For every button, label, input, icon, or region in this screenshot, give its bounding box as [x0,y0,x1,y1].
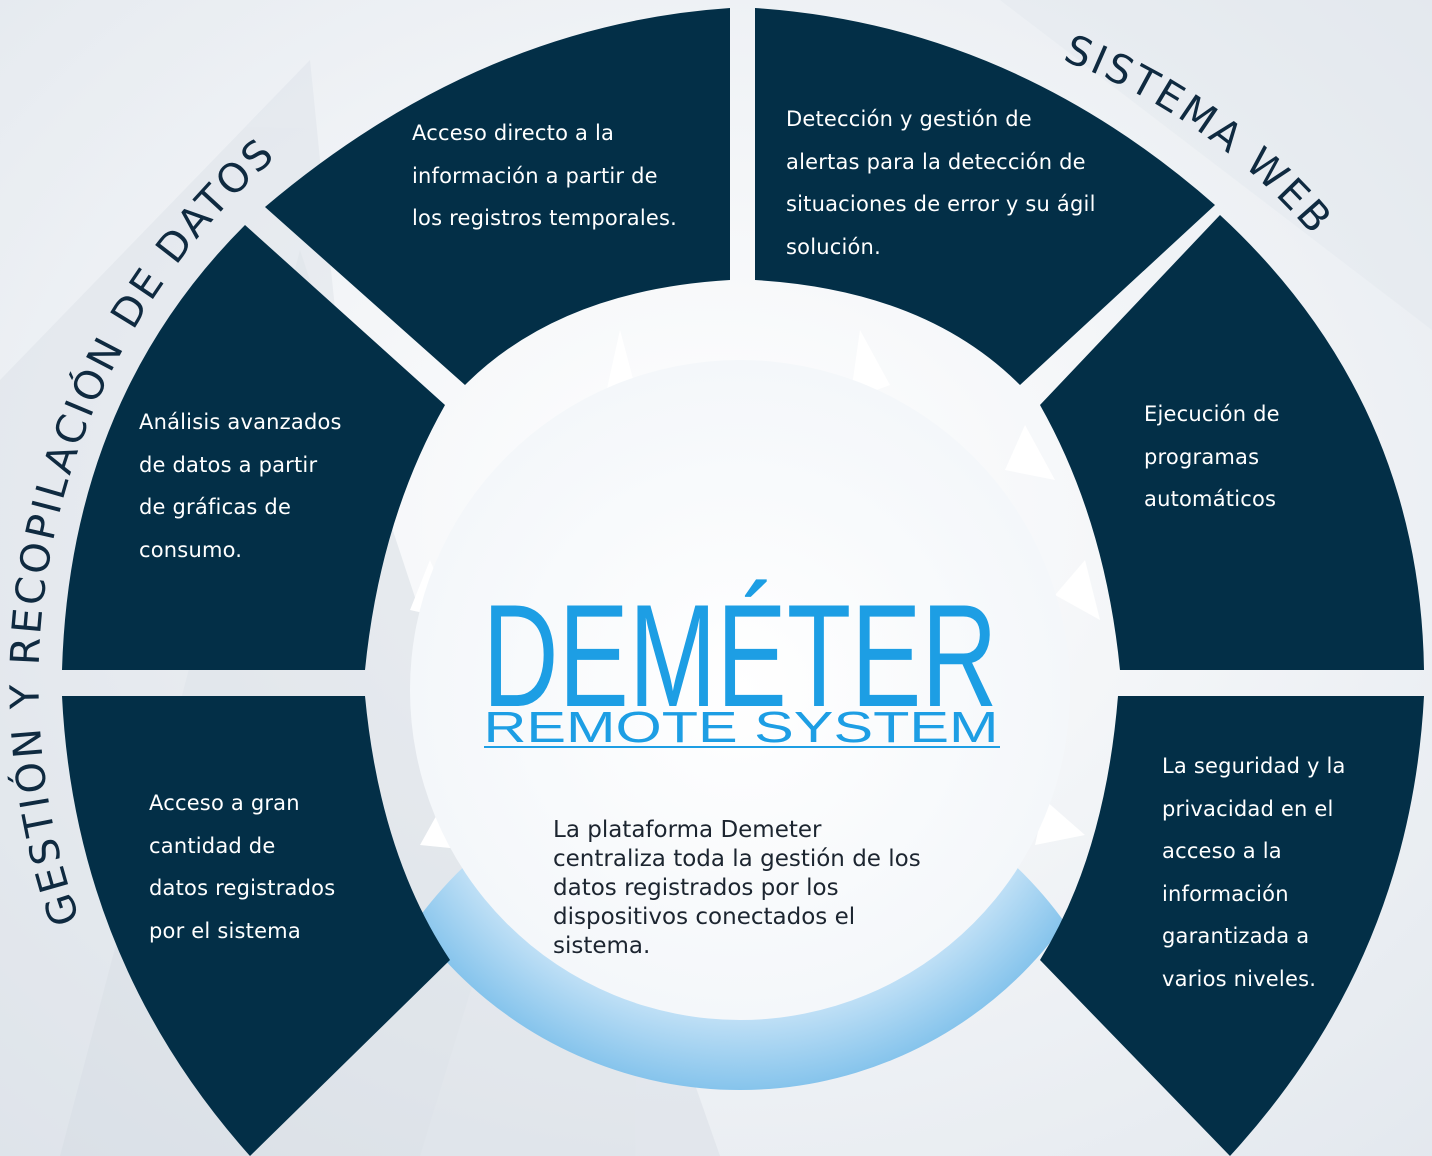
segment-upper-left [62,225,445,670]
segment-lower-left [62,696,450,1156]
text-upper-right: Ejecución de programas automáticos [1144,402,1280,511]
segment-top-left [265,8,730,385]
text-lower-right: La seguridad y la privacidad en el acces… [1162,754,1346,991]
logo-tagline: REMOTE SYSTEM [484,703,999,752]
center-disk [410,360,1070,1020]
segment-lower-right [1040,696,1424,1156]
segment-upper-right [1040,215,1424,670]
segment-top-right [755,8,1215,385]
center-description: La plataforma Demeter centraliza toda la… [553,817,921,959]
text-top-right: Detección y gestión de alertas para la d… [786,107,1096,259]
logo-underline [484,746,1000,748]
logo-name: DEMÉTER [483,574,998,737]
text-upper-left: Análisis avanzados de datos a partir de … [139,410,342,562]
text-top-left: Acceso directo a la información a partir… [412,121,678,230]
segments [62,8,1424,1156]
text-lower-left: Acceso a gran cantidad de datos registra… [149,791,336,943]
